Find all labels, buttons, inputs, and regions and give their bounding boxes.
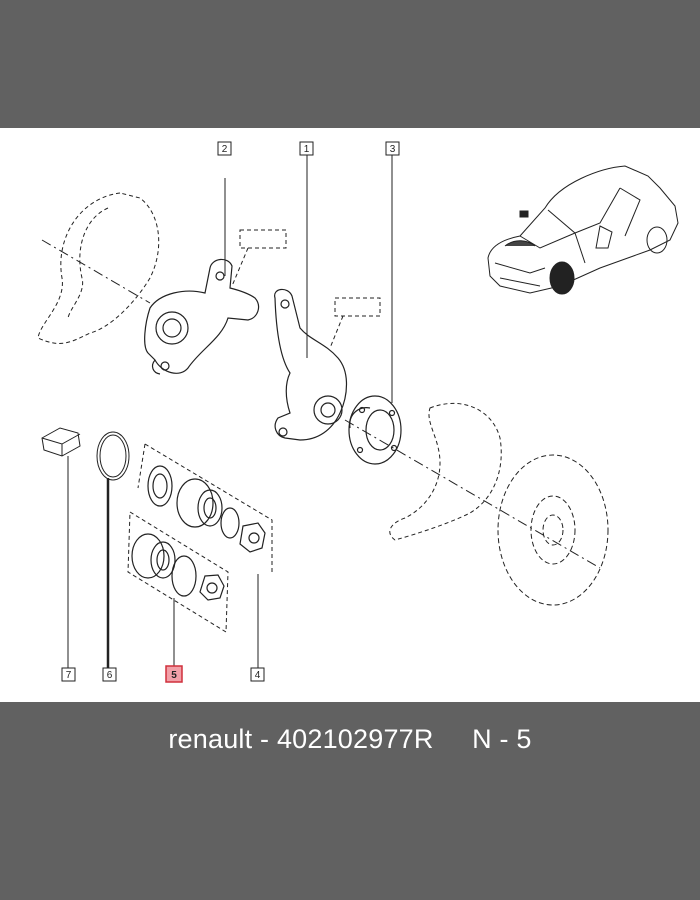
note-box-2: [239, 229, 287, 249]
top-band: [0, 0, 700, 128]
exploded-view-svg: 2 1 3 7 6: [37, 141, 679, 683]
dust-cap-icon: [41, 427, 81, 457]
left-backing-plate-icon: [37, 192, 160, 344]
diagram-reference: N - 5: [472, 724, 532, 754]
left-axis-line: [41, 239, 151, 304]
bearing-kit-5-frame: [127, 511, 229, 633]
brake-disc-icon: [497, 454, 609, 606]
callout-1[interactable]: 1: [299, 141, 314, 156]
callout-2-label: 2: [222, 144, 228, 155]
car-location-icon: [487, 165, 679, 295]
callout-6-label: 6: [107, 670, 113, 681]
callout-3[interactable]: 3: [385, 141, 400, 156]
circlip-icon: [96, 431, 130, 481]
steering-knuckle-icon: [144, 258, 260, 375]
knuckle-variant-icon: [274, 288, 348, 441]
callout-4[interactable]: 4: [250, 667, 265, 682]
caption-separator: -: [252, 724, 277, 754]
right-backing-plate-icon: [389, 403, 502, 541]
callout-7-label: 7: [66, 670, 72, 681]
note-box-1: [334, 297, 381, 317]
part-number: 402102977R: [276, 724, 434, 754]
wheel-hub-icon: [348, 395, 402, 465]
part-caption: renault - 402102977R N - 5: [0, 724, 700, 755]
callout-6[interactable]: 6: [102, 667, 117, 682]
callout-1-label: 1: [304, 144, 310, 155]
callout-5[interactable]: 5: [165, 665, 183, 683]
brand-name: renault: [168, 724, 253, 754]
callout-2[interactable]: 2: [217, 141, 232, 156]
right-axis-line: [344, 419, 601, 569]
callout-4-label: 4: [255, 670, 261, 681]
bearing-kit-4-frame: [137, 443, 273, 574]
caption-band: renault - 402102977R N - 5: [0, 702, 700, 900]
callout-5-label: 5: [171, 670, 177, 681]
parts-diagram: 2 1 3 7 6: [0, 128, 700, 702]
caption-gap: [434, 724, 473, 754]
bearing-kit-4-icon: [147, 465, 266, 553]
bearing-kit-5-icon: [131, 533, 225, 601]
callout-3-label: 3: [390, 144, 396, 155]
callout-7[interactable]: 7: [61, 667, 76, 682]
